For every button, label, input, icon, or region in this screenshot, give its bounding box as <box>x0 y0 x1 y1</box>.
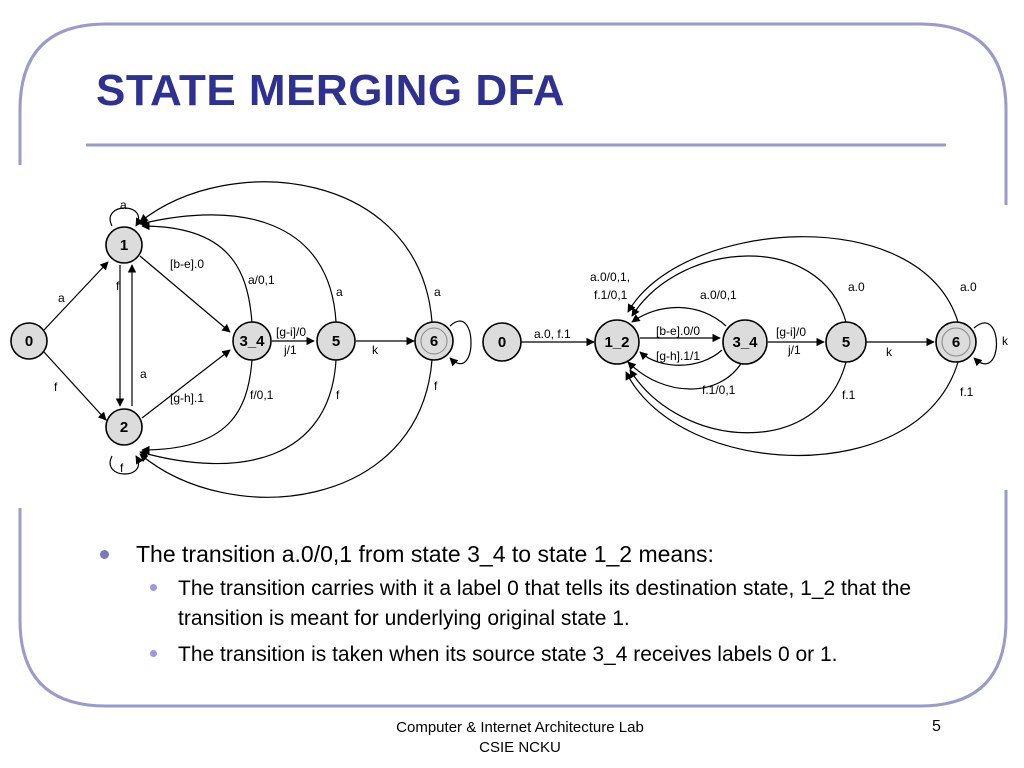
state-5-label: 5 <box>332 333 340 350</box>
edge-label: f <box>120 461 124 475</box>
edge-label: a/0,1 <box>248 273 275 287</box>
right-dfa <box>482 236 997 456</box>
r-state-3-4 <box>722 319 768 365</box>
edge-34-12-low <box>627 361 743 390</box>
edge-label: [g-h].1/1 <box>656 349 700 363</box>
edge-6-1 <box>139 181 433 323</box>
sub-bullet-text: The transition is taken when its source … <box>178 643 838 666</box>
r-state-1-2-label: 1_2 <box>604 334 629 351</box>
edge-label: k <box>886 345 893 359</box>
state-1-label: 1 <box>120 237 128 254</box>
state-6-accept-ring <box>420 327 448 355</box>
edge-label: f <box>336 388 340 402</box>
edge-label: f <box>434 379 438 393</box>
edge-0-1 <box>43 261 109 331</box>
state-3-4-label: 3_4 <box>239 333 265 350</box>
page-number: 5 <box>932 718 941 735</box>
r-state-6-label: 6 <box>952 334 960 351</box>
state-3-4 <box>232 321 272 361</box>
edge-label: f <box>54 380 58 394</box>
footer-line-dept: CSIE NCKU <box>479 739 561 756</box>
edge-label: f <box>116 279 120 293</box>
r-state-3-4-label: 3_4 <box>732 334 758 351</box>
edge-label: f.1/0,1 <box>594 288 628 302</box>
bullet-dot-icon <box>100 550 109 559</box>
bullet-item: The transition a.0/0,1 from state 3_4 to… <box>100 538 940 670</box>
edge-label: j/1 <box>787 343 801 357</box>
r-state-0-label: 0 <box>498 334 506 351</box>
r-state-1-2 <box>594 319 640 365</box>
state-0-label: 0 <box>25 333 33 350</box>
edge-label: a.0, f.1 <box>534 327 571 341</box>
r-state-6-accept-ring <box>941 327 971 357</box>
edge-34-12-top <box>631 306 727 327</box>
state-5 <box>316 321 356 361</box>
state-6-label: 6 <box>430 333 438 350</box>
edge-5-2 <box>139 359 337 465</box>
edge-label: a <box>434 285 441 299</box>
edge-2-34 <box>141 349 231 419</box>
self-loop-1 <box>109 207 144 227</box>
edge-label: a.0 <box>848 280 865 294</box>
slide-title: STATE MERGING DFA <box>96 66 565 115</box>
edge-label: a.0/0,1, <box>590 270 630 284</box>
edge-label: [g-i]/0 <box>776 325 806 339</box>
edge-label: a.0 <box>960 280 977 294</box>
edge-label: [b-e].0 <box>170 257 204 271</box>
edge-5-12-bot <box>629 361 847 434</box>
edge-label: [g-h].1 <box>170 391 204 405</box>
state-0 <box>10 322 48 360</box>
edge-6-2 <box>139 359 433 498</box>
edge-label: [b-e].0/0 <box>656 324 700 338</box>
sub-bullet-dot-icon <box>150 584 157 591</box>
edge-label: f.1 <box>842 388 856 402</box>
edge-1-34 <box>139 255 231 333</box>
edge-label: a.0/0,1 <box>700 288 737 302</box>
r-state-5 <box>825 321 867 363</box>
sub-bullet-item: The transition carries with it a label 0… <box>136 574 940 634</box>
edge-label: [g-i]/0 <box>276 325 306 339</box>
footer-line-lab: Computer & Internet Architecture Lab <box>396 719 644 736</box>
edge-12-34-bot <box>639 349 723 366</box>
edge-6-12-top <box>627 236 959 323</box>
edge-label: a <box>120 198 127 212</box>
r-state-0 <box>482 322 522 362</box>
edge-6-12-bot <box>625 361 959 456</box>
footer: Computer & Internet Architecture Lab CSI… <box>290 718 750 758</box>
edge-0-2 <box>43 351 107 421</box>
bullet-text: The transition a.0/0,1 from state 3_4 to… <box>136 541 714 567</box>
state-2-label: 2 <box>120 419 128 436</box>
edge-label: f.1 <box>960 385 974 399</box>
edge-label: f.1/0,1 <box>702 383 736 397</box>
edge-34-1 <box>141 221 253 324</box>
sub-bullet-text: The transition carries with it a label 0… <box>178 577 912 630</box>
edge-label: j/1 <box>283 343 297 357</box>
bullet-list: The transition a.0/0,1 from state 3_4 to… <box>100 538 940 676</box>
state-1 <box>105 226 143 264</box>
edge-label: a <box>58 291 65 305</box>
edge-5-1 <box>139 214 337 323</box>
left-dfa <box>10 181 472 498</box>
sub-bullet-dot-icon <box>150 650 157 657</box>
self-loop-2 <box>109 455 144 475</box>
edge-label: k <box>1002 334 1009 348</box>
edge-label: a <box>336 285 343 299</box>
edge-label: a <box>140 367 147 381</box>
dfa-diagram: 0 1 2 3_4 5 6 a f a f f a [b-e].0 [g-h].… <box>10 181 1009 498</box>
self-loop-6 <box>449 320 472 367</box>
edge-5-12-top <box>631 255 847 323</box>
sub-bullet-item: The transition is taken when its source … <box>136 640 940 670</box>
edge-label: k <box>372 343 379 357</box>
edge-label: f/0,1 <box>250 388 274 402</box>
state-2 <box>105 408 143 446</box>
sub-bullet-list: The transition carries with it a label 0… <box>136 574 940 670</box>
edge-34-2 <box>141 359 253 455</box>
r-state-5-label: 5 <box>842 334 850 351</box>
self-loop-6-right <box>973 322 997 367</box>
